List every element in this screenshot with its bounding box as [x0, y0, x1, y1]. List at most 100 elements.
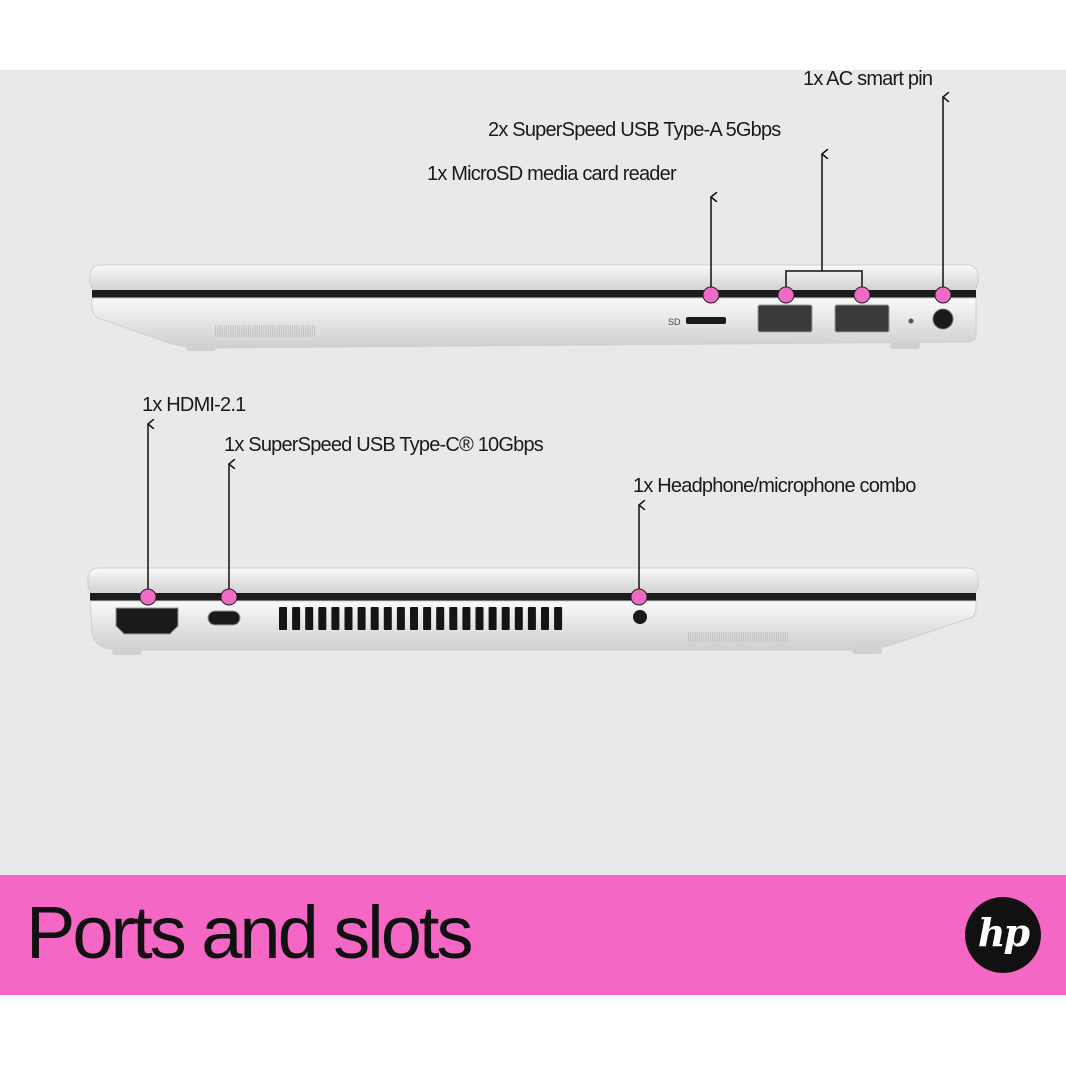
grille-line [738, 632, 740, 642]
grille-line [716, 632, 718, 642]
vent-slot [488, 607, 497, 630]
usb-a-label: 2x SuperSpeed USB Type-A 5Gbps [488, 119, 781, 141]
grille-line [241, 325, 243, 337]
grille-line [234, 325, 236, 337]
grille-line [300, 325, 302, 337]
grille-line [283, 325, 285, 337]
grille-line [696, 632, 698, 642]
usb-a-port-2 [834, 304, 890, 333]
grille-line [692, 632, 694, 642]
vent-slot [554, 607, 563, 630]
callout-lines [148, 97, 943, 597]
grille-line [740, 632, 742, 642]
vent-slot [475, 607, 484, 630]
grille-line [701, 632, 703, 642]
grille-line [248, 325, 249, 337]
grille-line [776, 632, 777, 642]
grille-line [307, 325, 309, 337]
vent-slot [501, 607, 510, 630]
hdmi-label: 1x HDMI-2.1 [142, 394, 246, 416]
vent-slot [279, 607, 287, 630]
grille-line [754, 632, 755, 642]
grille-line [723, 632, 725, 642]
grille-line [712, 632, 714, 642]
grille-line [314, 325, 315, 337]
vent-slot [527, 607, 536, 630]
vent-slot [357, 607, 366, 630]
headphone-jack [633, 610, 647, 624]
grille-line [780, 632, 782, 642]
grille-line [261, 325, 263, 337]
grille-line [281, 325, 282, 337]
grille-line [725, 632, 727, 642]
usb-c-port [207, 610, 241, 626]
grille-line [230, 325, 232, 337]
grille-line [688, 632, 689, 642]
vent-slot [449, 607, 458, 630]
grille-line [727, 632, 729, 642]
grille-line [309, 325, 311, 337]
grille-line [219, 325, 221, 337]
grille-line [272, 325, 274, 337]
grille-line [259, 325, 260, 337]
grille-line [760, 632, 762, 642]
microsd-label: 1x MicroSD media card reader [427, 163, 677, 185]
ac-pin-label: 1x AC smart pin [803, 68, 933, 90]
grille-line [758, 632, 760, 642]
grille-line [243, 325, 245, 337]
vent-slot [344, 607, 353, 630]
grille-line [221, 325, 223, 337]
vent-slot [514, 607, 523, 630]
grille-line [710, 632, 711, 642]
grille-line [254, 325, 256, 337]
grille-line [782, 632, 784, 642]
vent-slot [318, 607, 327, 630]
vent-slot [410, 607, 418, 630]
grille-line [265, 325, 267, 337]
grille-line [285, 325, 287, 337]
grille-line [729, 632, 731, 642]
grille-line [765, 632, 766, 642]
grille-line [305, 325, 307, 337]
grille-line [707, 632, 709, 642]
vent-slot [383, 607, 392, 630]
title-banner [0, 875, 1066, 995]
laptop-right-side: SD [89, 264, 979, 351]
hdmi-port [115, 607, 179, 635]
grille-line [694, 632, 696, 642]
grille-line [252, 325, 254, 337]
vent-slot [292, 607, 301, 630]
grille-line [762, 632, 764, 642]
grille-line [749, 632, 751, 642]
vent-slot [423, 607, 432, 630]
grille-line [215, 325, 216, 337]
grille-line [756, 632, 758, 642]
grille-line [226, 325, 227, 337]
grille-line [743, 632, 744, 642]
headphone-label: 1x Headphone/microphone combo [633, 475, 916, 497]
grille-line [278, 325, 280, 337]
grille-line [732, 632, 733, 642]
grille-line [718, 632, 720, 642]
hp-logo: hp [965, 897, 1041, 973]
grille-line [767, 632, 769, 642]
grille-line [784, 632, 786, 642]
grille-line [734, 632, 736, 642]
grille-line [745, 632, 747, 642]
vent-slot [305, 607, 314, 630]
grille-line [239, 325, 241, 337]
vent-slot [396, 607, 405, 630]
grille-line [736, 632, 738, 642]
grille-line [294, 325, 296, 337]
grille-line [690, 632, 692, 642]
laptop-left-side [87, 567, 979, 655]
grille-line [773, 632, 775, 642]
grille-line [298, 325, 300, 337]
grille-line [217, 325, 219, 337]
grille-line [292, 325, 293, 337]
grille-line [276, 325, 278, 337]
grille-line [250, 325, 252, 337]
grille-line [256, 325, 258, 337]
grille-line [274, 325, 276, 337]
